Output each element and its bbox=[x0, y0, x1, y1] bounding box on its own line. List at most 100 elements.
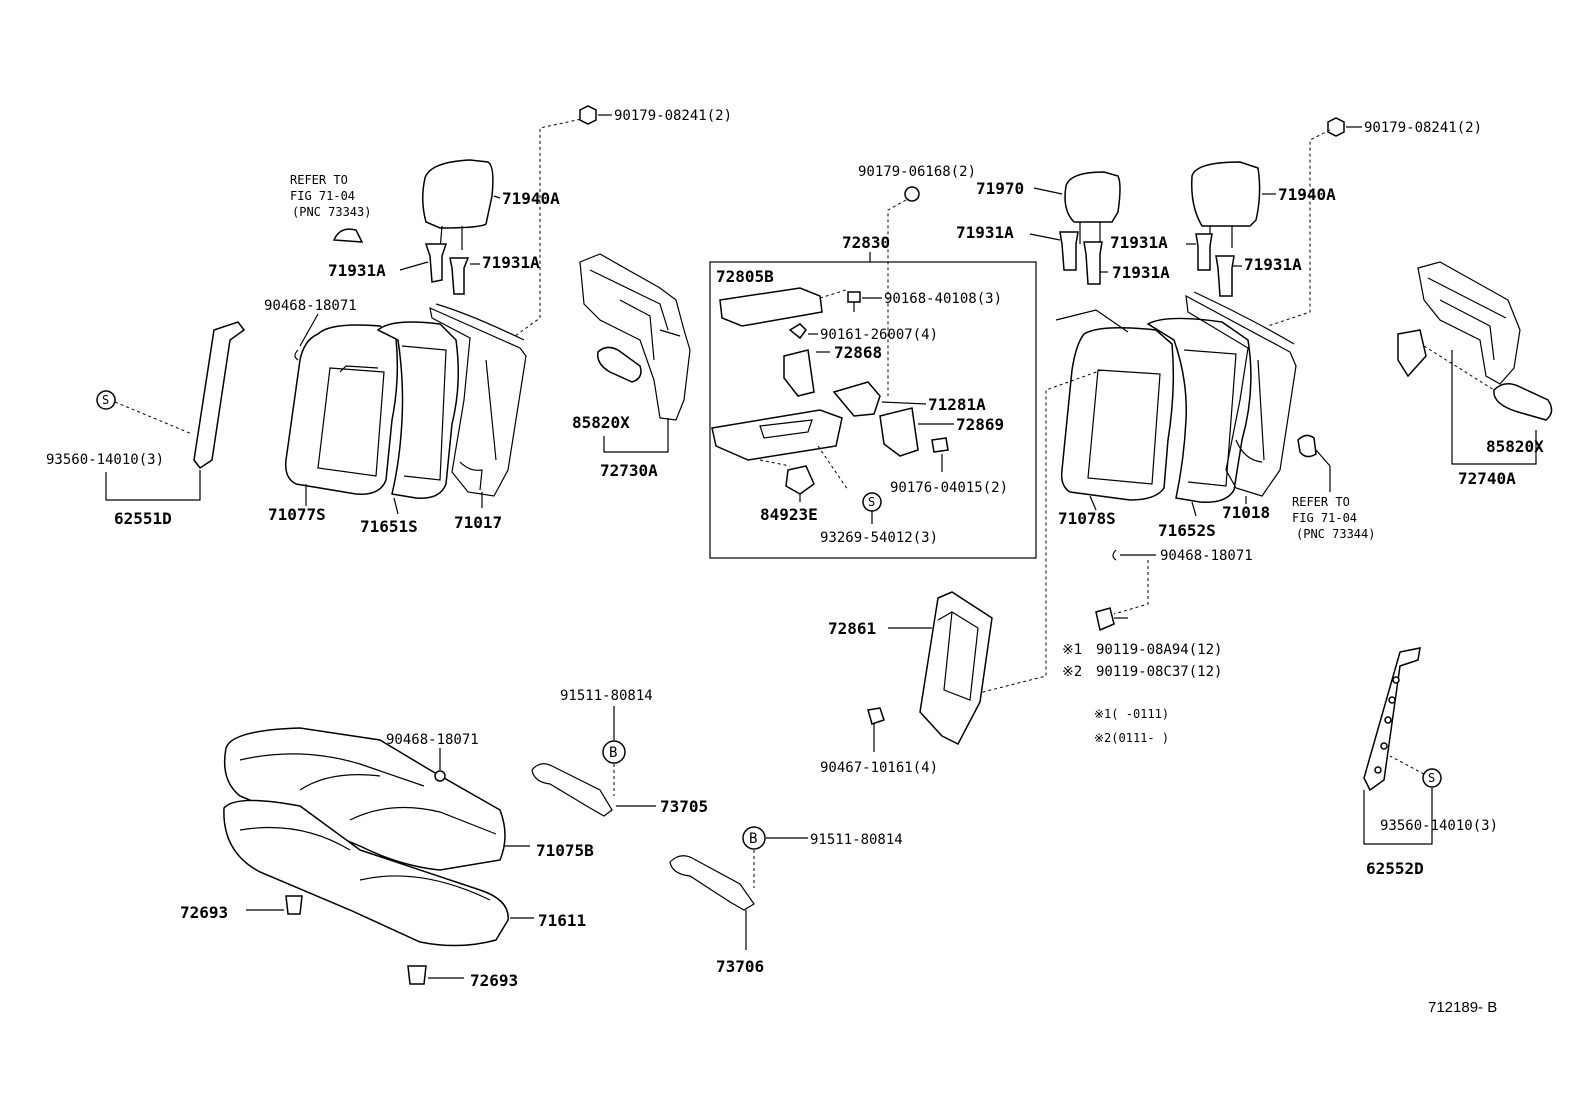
part-label: 71075B bbox=[536, 841, 594, 860]
left-recliner-group: 85820X 72730A bbox=[572, 253, 691, 480]
center-cover-icon bbox=[919, 591, 993, 745]
part-label: 90119-08C37(12) bbox=[1096, 664, 1222, 680]
motor-icon bbox=[597, 346, 642, 383]
seat-cushion-group: 71075B 71611 90468-18071 72693 72693 bbox=[180, 727, 594, 990]
nut-icon bbox=[579, 105, 597, 125]
seatback-cover-icon bbox=[1146, 317, 1252, 503]
headrest-icon bbox=[1190, 161, 1261, 227]
part-label: 84923E bbox=[760, 505, 818, 524]
part-label: 71931A bbox=[482, 253, 540, 272]
part-label: 71970 bbox=[976, 179, 1024, 198]
part-label: 71931A bbox=[1112, 263, 1170, 282]
part-label: 72730A bbox=[600, 461, 658, 480]
refer-note-line: REFER TO bbox=[290, 173, 348, 187]
symbol-s: S bbox=[1428, 771, 1435, 785]
headrest-icon bbox=[422, 159, 494, 229]
part-label: 71017 bbox=[454, 513, 502, 532]
right-recliner-group: 85820X 72740A bbox=[1397, 261, 1553, 488]
part-label: 71940A bbox=[502, 189, 560, 208]
nut-icon bbox=[904, 186, 920, 202]
part-label: 73705 bbox=[660, 797, 708, 816]
part-label: 72861 bbox=[828, 619, 876, 638]
headrest-icon bbox=[1064, 171, 1121, 223]
bolt-icon bbox=[1095, 607, 1115, 632]
part-label: 71651S bbox=[360, 517, 418, 536]
seatback-frame-icon bbox=[1185, 294, 1297, 497]
headrest-support-icon bbox=[1083, 241, 1103, 285]
headrest-support-icon bbox=[424, 243, 448, 283]
part-label: 90168-40108(3) bbox=[884, 291, 1002, 307]
symbol-s: S bbox=[868, 495, 875, 509]
screw-icon bbox=[847, 291, 861, 303]
clip-icon bbox=[1112, 549, 1117, 561]
part-label: 93269-54012(3) bbox=[820, 530, 938, 546]
part-label: 90468-18071 bbox=[264, 298, 357, 314]
seatback-cover-icon bbox=[376, 321, 459, 499]
right-belt-guide-group: S 93560-14010(3) 62552D bbox=[1363, 647, 1498, 878]
headrest-support-icon bbox=[1059, 231, 1079, 271]
cap-icon bbox=[332, 228, 364, 243]
part-label: 85820X bbox=[572, 413, 630, 432]
motor-icon bbox=[1493, 383, 1553, 421]
bolt-b-symbol bbox=[742, 826, 766, 850]
recliner-frame-icon bbox=[579, 253, 691, 421]
straps-group: 91511-80814 B 73705 B 91511-80814 73706 bbox=[531, 688, 903, 976]
recliner-frame-icon bbox=[1417, 261, 1521, 385]
screw-icon bbox=[867, 707, 885, 725]
bolt-b-symbol bbox=[602, 740, 626, 764]
bracket-icon bbox=[783, 349, 815, 397]
armrest-body-icon bbox=[711, 409, 843, 461]
refer-note-line: FIG 71-04 bbox=[1292, 511, 1357, 525]
strap-icon bbox=[531, 763, 613, 817]
screw-s-symbol bbox=[1422, 768, 1442, 788]
armrest-lid-icon bbox=[719, 287, 823, 327]
part-label: 72693 bbox=[470, 971, 518, 990]
clip-icon bbox=[294, 349, 299, 361]
part-label: 72740A bbox=[1458, 469, 1516, 488]
refer-note-line: REFER TO bbox=[1292, 495, 1350, 509]
part-label: 71931A bbox=[956, 223, 1014, 242]
headrest-support-icon bbox=[449, 257, 470, 295]
hook-icon bbox=[285, 895, 303, 915]
part-label: 62552D bbox=[1366, 859, 1424, 878]
part-label: 72869 bbox=[956, 415, 1004, 434]
range-note: ※2(0111- ) bbox=[1094, 731, 1169, 745]
part-label: 71940A bbox=[1278, 185, 1336, 204]
bracket-icon bbox=[832, 381, 881, 417]
range-note: ※1( -0111) bbox=[1094, 707, 1169, 721]
switch-icon bbox=[785, 465, 815, 495]
armrest-group: 72830 90179-06168(2) 72805B 90168-40108(… bbox=[709, 164, 1037, 559]
belt-guide-icon bbox=[1363, 647, 1421, 792]
cushion-pad-icon bbox=[223, 799, 509, 947]
cap-icon bbox=[1297, 434, 1317, 458]
symbol-b: B bbox=[749, 831, 757, 847]
part-label: 90468-18071 bbox=[1160, 548, 1253, 564]
part-label: 90179-08241(2) bbox=[614, 108, 732, 124]
part-label: 73706 bbox=[716, 957, 764, 976]
refer-note-line: (PNC 73344) bbox=[1296, 527, 1375, 541]
part-label: 62551D bbox=[114, 509, 172, 528]
plate-icon bbox=[879, 407, 919, 457]
part-label: 93560-14010(3) bbox=[46, 452, 164, 468]
gear-icon bbox=[1397, 329, 1427, 378]
symbol-b: B bbox=[609, 745, 617, 761]
part-label: 85820X bbox=[1486, 437, 1544, 456]
nut-icon bbox=[1327, 117, 1345, 137]
part-label: 90176-04015(2) bbox=[890, 480, 1008, 496]
symbol-s: S bbox=[102, 393, 109, 407]
part-label: 90161-26007(4) bbox=[820, 327, 938, 343]
part-label: 71931A bbox=[328, 261, 386, 280]
center-cover-group: 72861 90467-10161(4) bbox=[820, 591, 993, 776]
part-label: 90119-08A94(12) bbox=[1096, 642, 1222, 658]
part-label: 90468-18071 bbox=[386, 732, 479, 748]
part-label: 71652S bbox=[1158, 521, 1216, 540]
screw-icon bbox=[788, 323, 807, 340]
headrest-support-icon bbox=[1195, 233, 1213, 271]
mark-label: ※2 bbox=[1062, 664, 1082, 680]
part-label: 91511-80814 bbox=[810, 832, 903, 848]
hook-icon bbox=[407, 965, 427, 985]
screw-s-symbol bbox=[96, 390, 116, 410]
seatback-frame-icon bbox=[429, 306, 527, 497]
part-label: 71281A bbox=[928, 395, 986, 414]
